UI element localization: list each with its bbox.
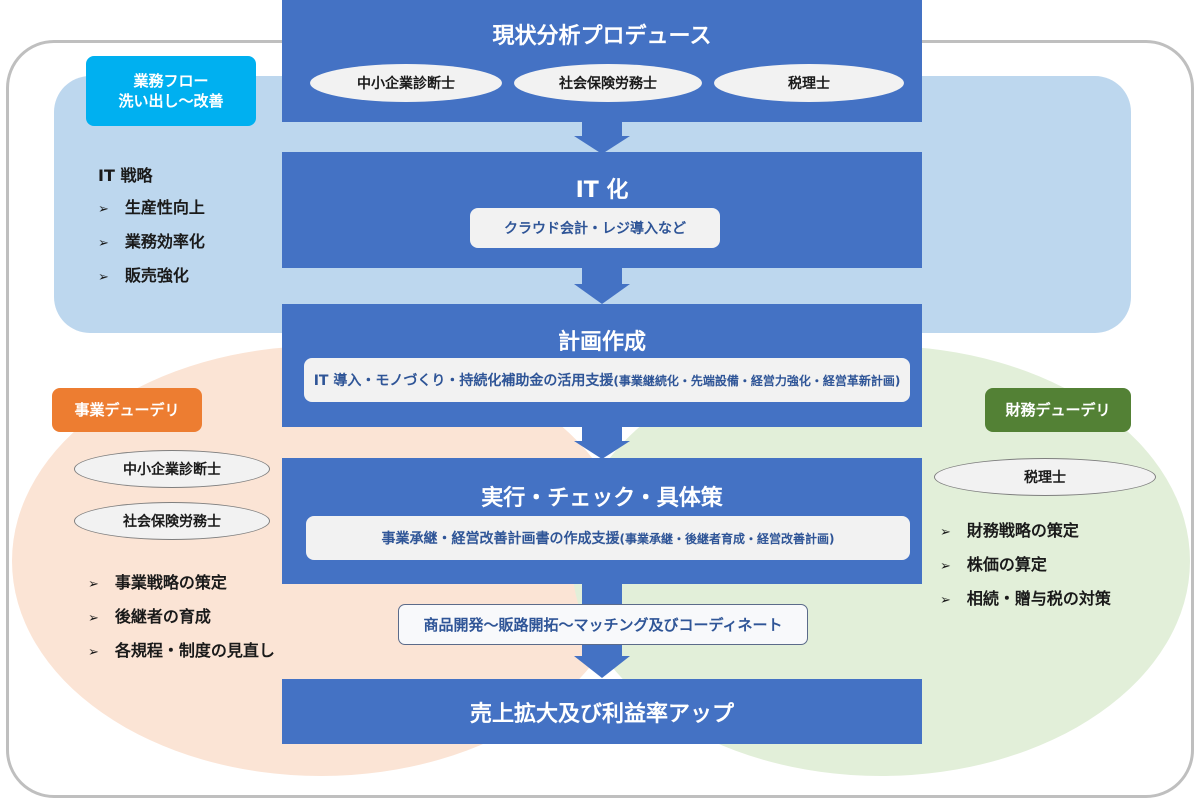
step-plan: 計画作成 IT 導入・モノづくり・持続化補助金の活用支援(事業継続化・先端設備・…	[282, 304, 922, 427]
step-analysis-title: 現状分析プロデュース	[492, 24, 712, 49]
business-dd-item: 各規程・制度の見直し	[88, 635, 328, 669]
finance-dd-tag: 財務デューデリ	[985, 388, 1131, 432]
it-strategy-item: 販売強化	[98, 260, 298, 294]
arrow-4-stem-bottom	[582, 645, 622, 657]
finance-dd-list: 財務戦略の策定 株価の算定 相続・贈与税の対策	[940, 515, 1170, 617]
expert-pill: 社会保険労務士	[514, 64, 702, 102]
arrow-3-head	[574, 441, 630, 459]
it-strategy-item: 業務効率化	[98, 226, 298, 260]
step-it-detail: クラウド会計・レジ導入など	[470, 208, 720, 248]
step-it: IT 化 クラウド会計・レジ導入など	[282, 152, 922, 268]
step-plan-detail-small: (事業継続化・先端設備・経営力強化・経営革新計画)	[613, 373, 901, 388]
business-dd-list: 事業戦略の策定 後継者の育成 各規程・制度の見直し	[88, 567, 328, 669]
business-dd-tag: 事業デューデリ	[52, 388, 202, 432]
business-expert-pill: 社会保険労務士	[74, 502, 270, 540]
it-strategy-item: 生産性向上	[98, 192, 298, 226]
finance-expert-pill: 税理士	[934, 458, 1156, 496]
step-execute: 実行・チェック・具体策 事業承継・経営改善計画書の作成支援(事業承継・後継者育成…	[282, 458, 922, 584]
flow-tag: 業務フロー洗い出し～改善	[86, 56, 256, 126]
arrow-1-stem	[582, 122, 622, 138]
coordination-banner: 商品開発～販路開拓～マッチング及びコーディネート	[398, 604, 808, 645]
expert-pill: 中小企業診断士	[310, 64, 502, 102]
step-execute-title: 実行・チェック・具体策	[481, 486, 723, 511]
arrow-4-head	[574, 656, 630, 678]
expert-pill: 税理士	[714, 64, 904, 102]
arrow-3-stem	[582, 427, 622, 443]
step-execute-detail-small: (事業承継・後継者育成・経営改善計画)	[619, 531, 835, 546]
step-result: 売上拡大及び利益率アップ	[282, 679, 922, 744]
arrow-1-head	[574, 136, 630, 154]
business-dd-item: 事業戦略の策定	[88, 567, 328, 601]
finance-dd-item: 財務戦略の策定	[940, 515, 1170, 549]
business-dd-item: 後継者の育成	[88, 601, 328, 635]
arrow-2-stem	[582, 268, 622, 286]
step-result-title: 売上拡大及び利益率アップ	[469, 701, 734, 727]
step-analysis: 現状分析プロデュース 中小企業診断士 社会保険労務士 税理士	[282, 0, 922, 122]
arrow-2-head	[574, 284, 630, 304]
flow-tag-line-1: 業務フロー	[133, 71, 209, 90]
it-strategy-heading: IT 戦略	[98, 166, 153, 185]
step-plan-detail-main: IT 導入・モノづくり・持続化補助金の活用支援	[313, 373, 614, 389]
it-strategy-list: IT 戦略 生産性向上 業務効率化 販売強化	[98, 160, 298, 294]
step-plan-title: 計画作成	[557, 330, 646, 355]
arrow-4-stem-top	[582, 584, 622, 604]
step-plan-detail: IT 導入・モノづくり・持続化補助金の活用支援(事業継続化・先端設備・経営力強化…	[304, 358, 910, 402]
step-it-title: IT 化	[575, 178, 629, 203]
step-execute-detail-main: 事業承継・経営改善計画書の作成支援	[381, 531, 620, 547]
finance-dd-item: 相続・贈与税の対策	[940, 583, 1170, 617]
flow-tag-line-2: 洗い出し～改善	[118, 92, 224, 110]
business-expert-pill: 中小企業診断士	[74, 450, 270, 488]
step-execute-detail: 事業承継・経営改善計画書の作成支援(事業承継・後継者育成・経営改善計画)	[306, 516, 910, 560]
finance-dd-item: 株価の算定	[940, 549, 1170, 583]
